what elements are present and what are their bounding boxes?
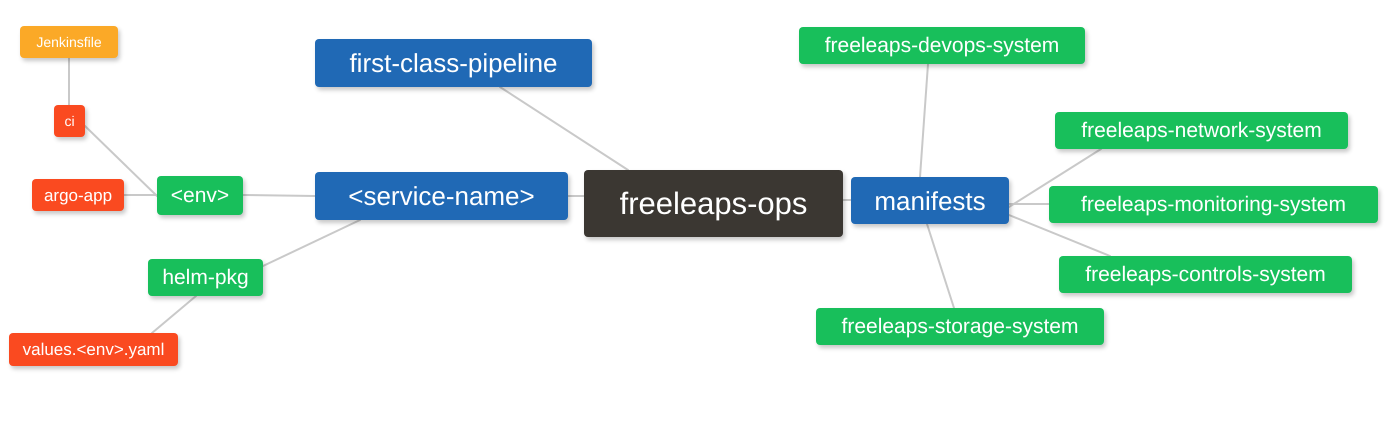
- mindmap-node-pipeline[interactable]: first-class-pipeline: [315, 39, 592, 87]
- edge-env-to-service-name: [242, 194, 316, 197]
- mindmap-node-env[interactable]: <env>: [157, 176, 243, 215]
- mindmap-node-freeleaps-ops[interactable]: freeleaps-ops: [584, 170, 843, 237]
- mindmap-node-jenkinsfile[interactable]: Jenkinsfile: [20, 26, 118, 58]
- edge-manifests-to-storage: [926, 223, 955, 309]
- edge-pipeline-to-freeleaps-ops: [499, 86, 629, 171]
- edge-manifests-to-devops: [919, 63, 929, 178]
- mindmap-node-manifests[interactable]: manifests: [851, 177, 1009, 224]
- mindmap-node-values-yaml[interactable]: values.<env>.yaml: [9, 333, 178, 366]
- mindmap-node-storage[interactable]: freeleaps-storage-system: [816, 308, 1104, 345]
- edge-values-yaml-to-helm-pkg: [151, 295, 197, 334]
- edge-helm-pkg-to-service-name: [262, 219, 361, 267]
- mindmap-node-controls[interactable]: freeleaps-controls-system: [1059, 256, 1352, 293]
- mindmap-node-helm-pkg[interactable]: helm-pkg: [148, 259, 263, 296]
- mindmap-node-monitoring[interactable]: freeleaps-monitoring-system: [1049, 186, 1378, 223]
- mindmap-node-ci[interactable]: ci: [54, 105, 85, 137]
- mindmap-node-devops[interactable]: freeleaps-devops-system: [799, 27, 1085, 64]
- mindmap-node-network[interactable]: freeleaps-network-system: [1055, 112, 1348, 149]
- mindmap-node-argo-app[interactable]: argo-app: [32, 179, 124, 211]
- mindmap-node-service-name[interactable]: <service-name>: [315, 172, 568, 220]
